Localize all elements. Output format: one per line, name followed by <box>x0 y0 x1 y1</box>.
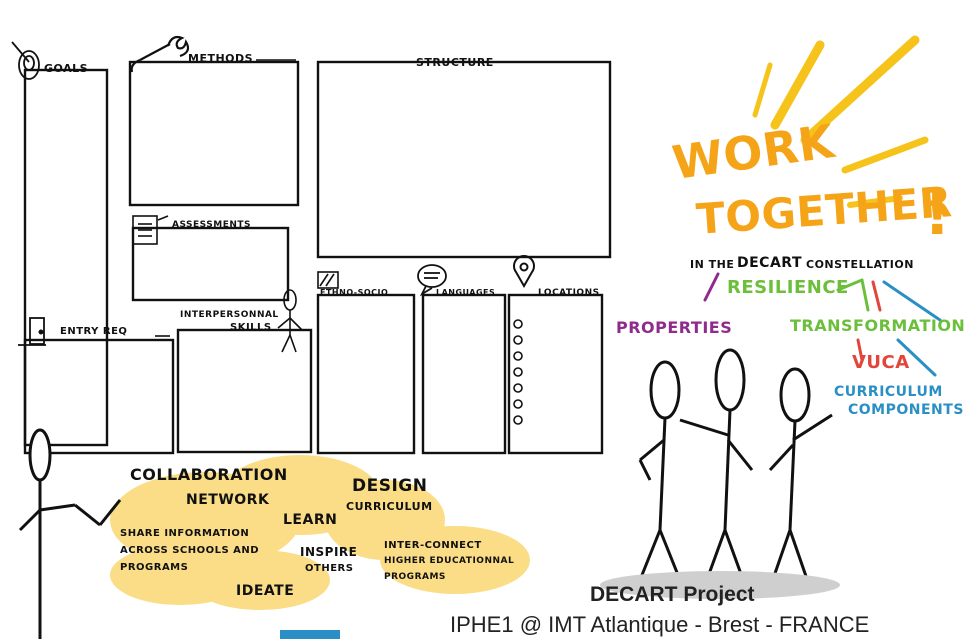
subtitle-brand: DECART <box>737 255 802 271</box>
small-figure-icon <box>277 289 303 353</box>
idea-collaboration: COLLABORATION <box>130 465 288 484</box>
idea-ideate: IDEATE <box>236 583 295 599</box>
ethno-socio-label: ETHNO-SOCIO <box>320 288 389 297</box>
keyword-transformation: TRANSFORMATION <box>790 316 966 335</box>
languages-box <box>421 293 507 455</box>
interpersonal-label-2: SKILLS <box>230 322 272 333</box>
assessments-box <box>131 226 290 302</box>
structure-box <box>316 60 612 259</box>
keyword-components: COMPONENTS <box>848 402 964 418</box>
label-lines <box>78 59 604 337</box>
keyword-curriculum: CURRICULUM <box>834 384 943 400</box>
idea-share-1: SHARE INFORMATION <box>120 528 250 539</box>
goals-box <box>23 68 109 447</box>
idea-learn: LEARN <box>283 512 338 528</box>
locations-box <box>507 293 604 455</box>
interpersonal-label-1: INTERPERSONNAL <box>180 310 279 320</box>
stick-figure-group <box>638 348 833 586</box>
headline-exclaim: ! <box>924 180 951 248</box>
methods-label: METHODS <box>188 52 254 65</box>
methods-box <box>128 60 300 207</box>
door-icon <box>18 317 46 346</box>
location-pin-icon <box>513 255 535 289</box>
entry-req-box <box>23 338 175 455</box>
idea-design: DESIGN <box>352 476 428 496</box>
subtitle-prefix: IN THE <box>690 258 735 271</box>
languages-label: LANGUAGES <box>436 288 496 297</box>
structure-label: STRUCTURE <box>416 56 494 69</box>
sun-rays <box>752 35 929 208</box>
frames <box>23 60 612 455</box>
stick-figure-left <box>18 428 122 639</box>
speech-bubble-icon <box>417 264 447 297</box>
bottom-stripe <box>280 630 340 639</box>
footer-project: DECART Project <box>590 583 755 606</box>
idea-inspire-1: INSPIRE <box>300 545 358 559</box>
footer-event: IPHE1 @ IMT Atlantique - Brest - FRANCE <box>450 612 870 637</box>
idea-interconnect-2: HIGHER EDUCATIONNAL <box>384 556 515 566</box>
document-icon <box>132 215 169 245</box>
idea-share-3: PROGRAMS <box>120 562 189 573</box>
idea-share-2: ACROSS SCHOOLS AND <box>120 545 260 556</box>
ground-shadow <box>600 571 840 599</box>
idea-interconnect-3: PROGRAMS <box>384 572 446 582</box>
wrench-icon <box>130 35 190 73</box>
idea-inspire-2: OTHERS <box>305 563 354 574</box>
interpersonal-box <box>176 328 313 454</box>
idea-network: NETWORK <box>186 492 270 508</box>
target-icon <box>11 41 40 80</box>
goals-label: GOALS <box>44 62 89 75</box>
idea-interconnect-1: INTER-CONNECT <box>384 540 482 551</box>
small-pin-list <box>513 319 523 425</box>
idea-cloud <box>110 455 530 610</box>
locations-label: LOCATIONS <box>538 288 600 298</box>
flag-icon <box>317 271 339 289</box>
constellation-lines <box>703 272 942 377</box>
keyword-vuca: VUCA <box>852 352 910 373</box>
idea-curriculum: CURRICULUM <box>346 500 433 513</box>
keyword-resilience: RESILIENCE <box>727 277 849 298</box>
subtitle-suffix: CONSTELLATION <box>806 258 914 271</box>
ethno-socio-box <box>316 293 416 455</box>
entry-req-label: ENTRY REQ <box>60 326 128 337</box>
assessments-label: ASSESSMENTS <box>172 220 251 230</box>
keyword-properties: PROPERTIES <box>616 318 733 337</box>
